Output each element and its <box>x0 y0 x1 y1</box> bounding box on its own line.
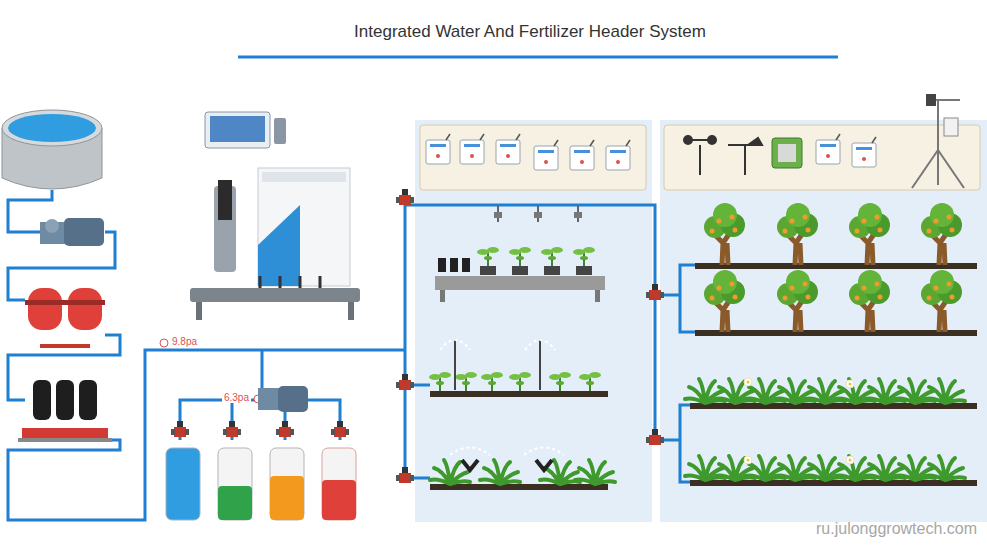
field-panels <box>415 94 987 522</box>
watermark: ru.julonggrowtech.com <box>816 520 977 538</box>
diagram-title: Integrated Water And Fertilizer Header S… <box>0 22 987 42</box>
water-pipe <box>8 190 975 520</box>
orchard-field <box>685 203 977 486</box>
water-tank <box>2 110 102 189</box>
fertilizer-tank <box>166 448 356 520</box>
greenhouse-crops <box>429 205 615 490</box>
fertilizer-pump <box>258 386 308 412</box>
pressure-reading: 9.8pa <box>170 336 199 347</box>
valve-symbol <box>171 189 664 483</box>
disc-filter <box>18 380 112 442</box>
sand-filter <box>25 288 105 348</box>
fertigation-machine <box>190 112 360 320</box>
water-pump <box>40 218 104 246</box>
title-underline <box>238 56 838 59</box>
pressure-gauge <box>160 339 262 403</box>
pressure-reading: 6.3pa <box>222 392 251 403</box>
